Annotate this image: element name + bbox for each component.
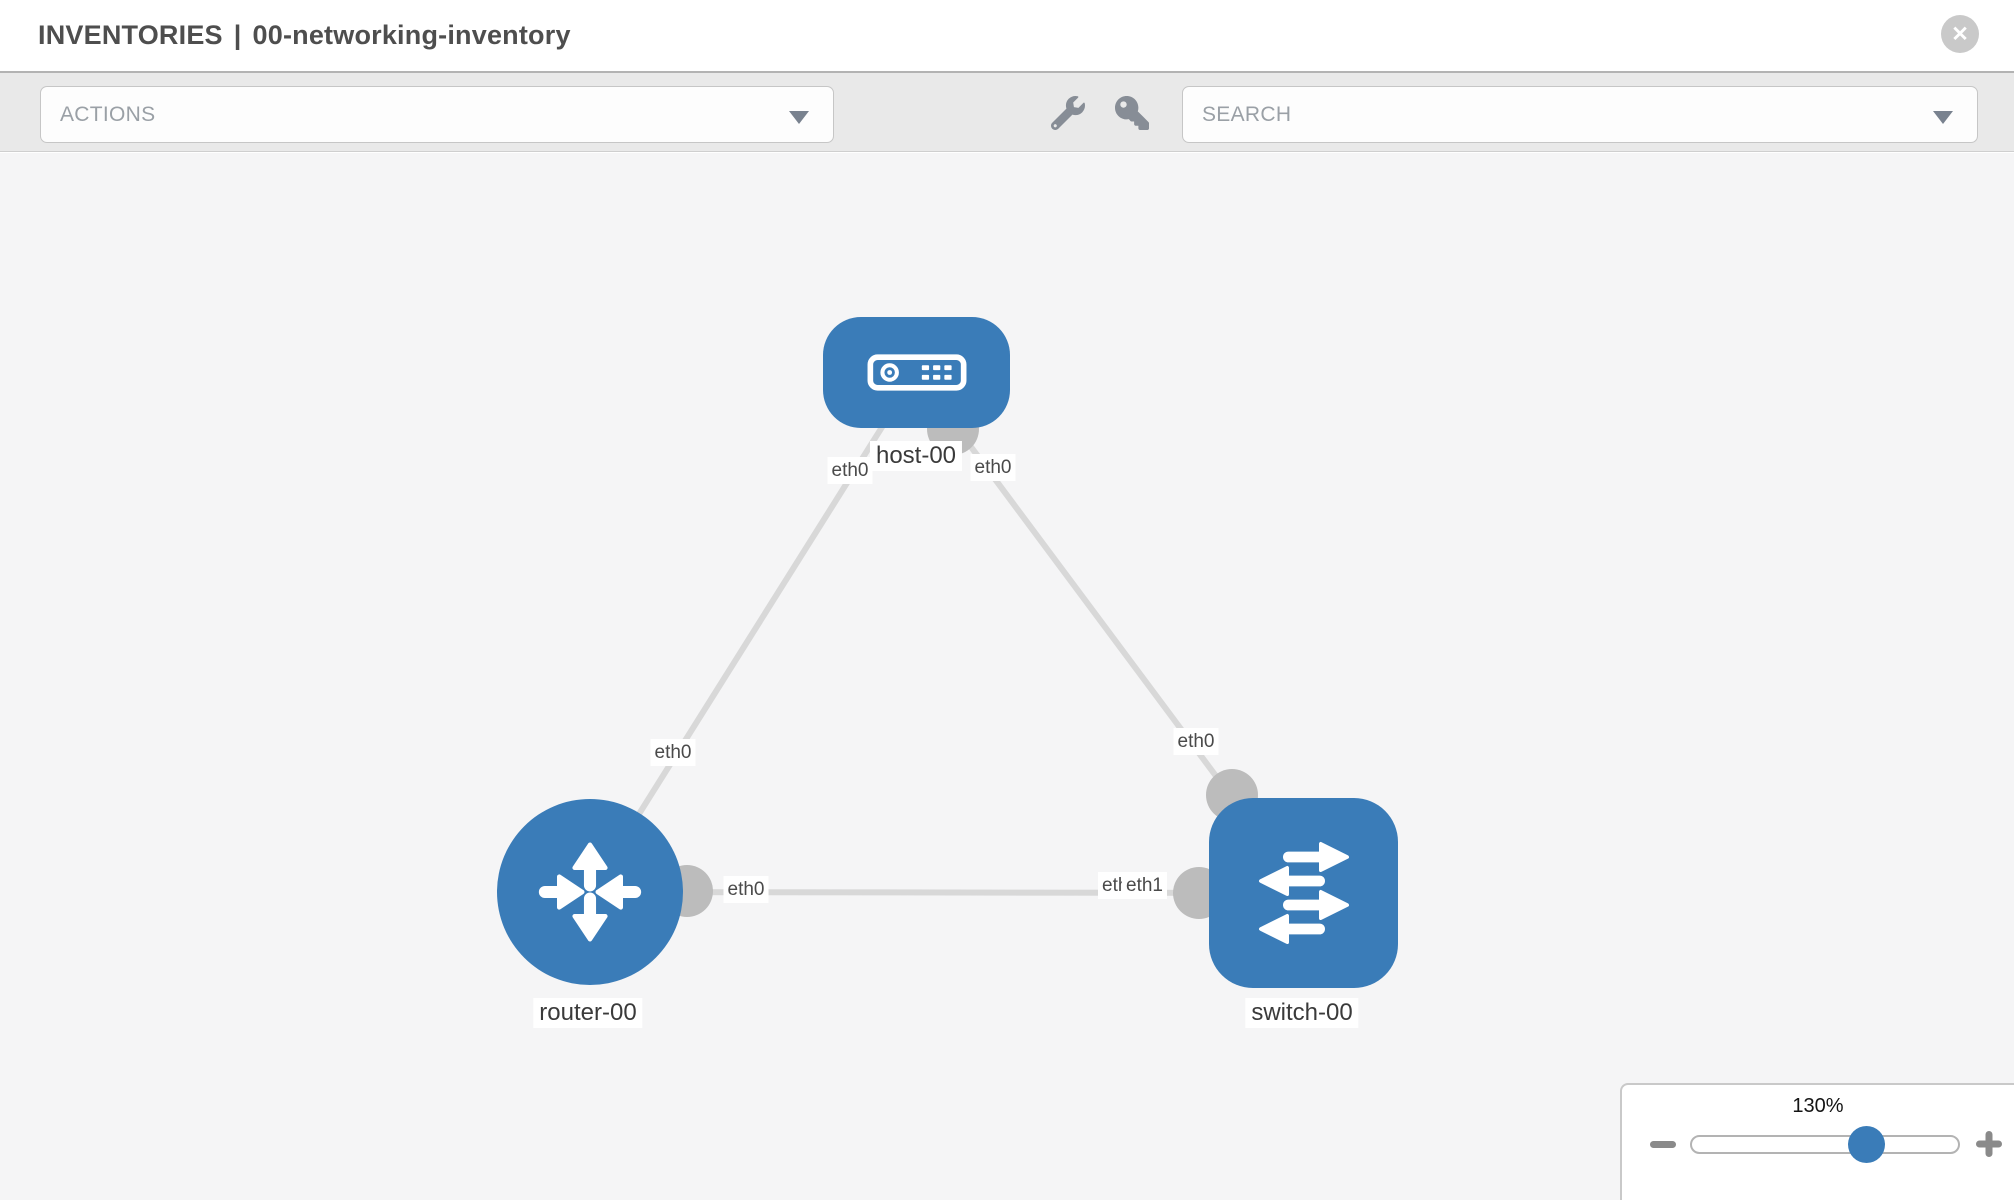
- zoom-out-button[interactable]: [1648, 1129, 1678, 1159]
- zoom-control-panel: 130%: [1620, 1083, 2014, 1200]
- minus-icon: [1650, 1141, 1676, 1148]
- actions-dropdown-label: ACTIONS: [60, 102, 156, 126]
- node-router-00[interactable]: [497, 799, 683, 985]
- close-icon: ✕: [1951, 22, 1969, 46]
- toolbar: ACTIONS SEARCH: [0, 71, 2014, 152]
- interface-label: eth0: [650, 739, 696, 766]
- interface-label-overlap: eth0 eth1: [1098, 872, 1172, 899]
- breadcrumb-section: INVENTORIES: [38, 20, 223, 50]
- interface-label: eth1: [1122, 872, 1167, 899]
- search-dropdown[interactable]: SEARCH: [1182, 86, 1978, 143]
- topology-canvas[interactable]: eth0 eth0 eth0 eth0 eth0 eth0 eth1 host-…: [0, 153, 2014, 1200]
- interface-label: eth0: [970, 454, 1016, 481]
- chevron-down-icon: [1933, 111, 1953, 124]
- page-title: INVENTORIES | 00-networking-inventory: [38, 0, 571, 71]
- wrench-icon[interactable]: [1048, 93, 1088, 133]
- zoom-in-button[interactable]: [1974, 1129, 2004, 1159]
- node-host-00[interactable]: [823, 317, 1010, 428]
- zoom-slider-track[interactable]: [1690, 1126, 1960, 1163]
- header: INVENTORIES | 00-networking-inventory ✕: [0, 0, 2014, 71]
- interface-label: eth0: [1173, 728, 1219, 755]
- breadcrumb-separator: |: [233, 20, 242, 50]
- router-icon: [538, 842, 642, 942]
- plus-icon: [1976, 1131, 2002, 1157]
- interface-label: eth0: [723, 876, 769, 903]
- close-button[interactable]: ✕: [1941, 15, 1979, 53]
- zoom-level-value: 130%: [1792, 1095, 1844, 1117]
- node-label-host: host-00: [869, 441, 963, 471]
- zoom-slider-thumb[interactable]: [1848, 1126, 1885, 1163]
- node-switch-00[interactable]: [1209, 798, 1398, 988]
- links-layer: [587, 371, 1306, 919]
- chevron-down-icon: [789, 111, 809, 124]
- host-device-icon: [867, 354, 966, 391]
- switch-icon: [1258, 842, 1349, 944]
- interface-label: eth0: [827, 457, 873, 484]
- node-label-router: router-00: [533, 998, 643, 1028]
- node-label-switch: switch-00: [1245, 998, 1359, 1028]
- breadcrumb-inventory-name: 00-networking-inventory: [252, 20, 571, 50]
- key-icon[interactable]: [1112, 93, 1152, 133]
- search-dropdown-label: SEARCH: [1202, 102, 1292, 126]
- actions-dropdown[interactable]: ACTIONS: [40, 86, 834, 143]
